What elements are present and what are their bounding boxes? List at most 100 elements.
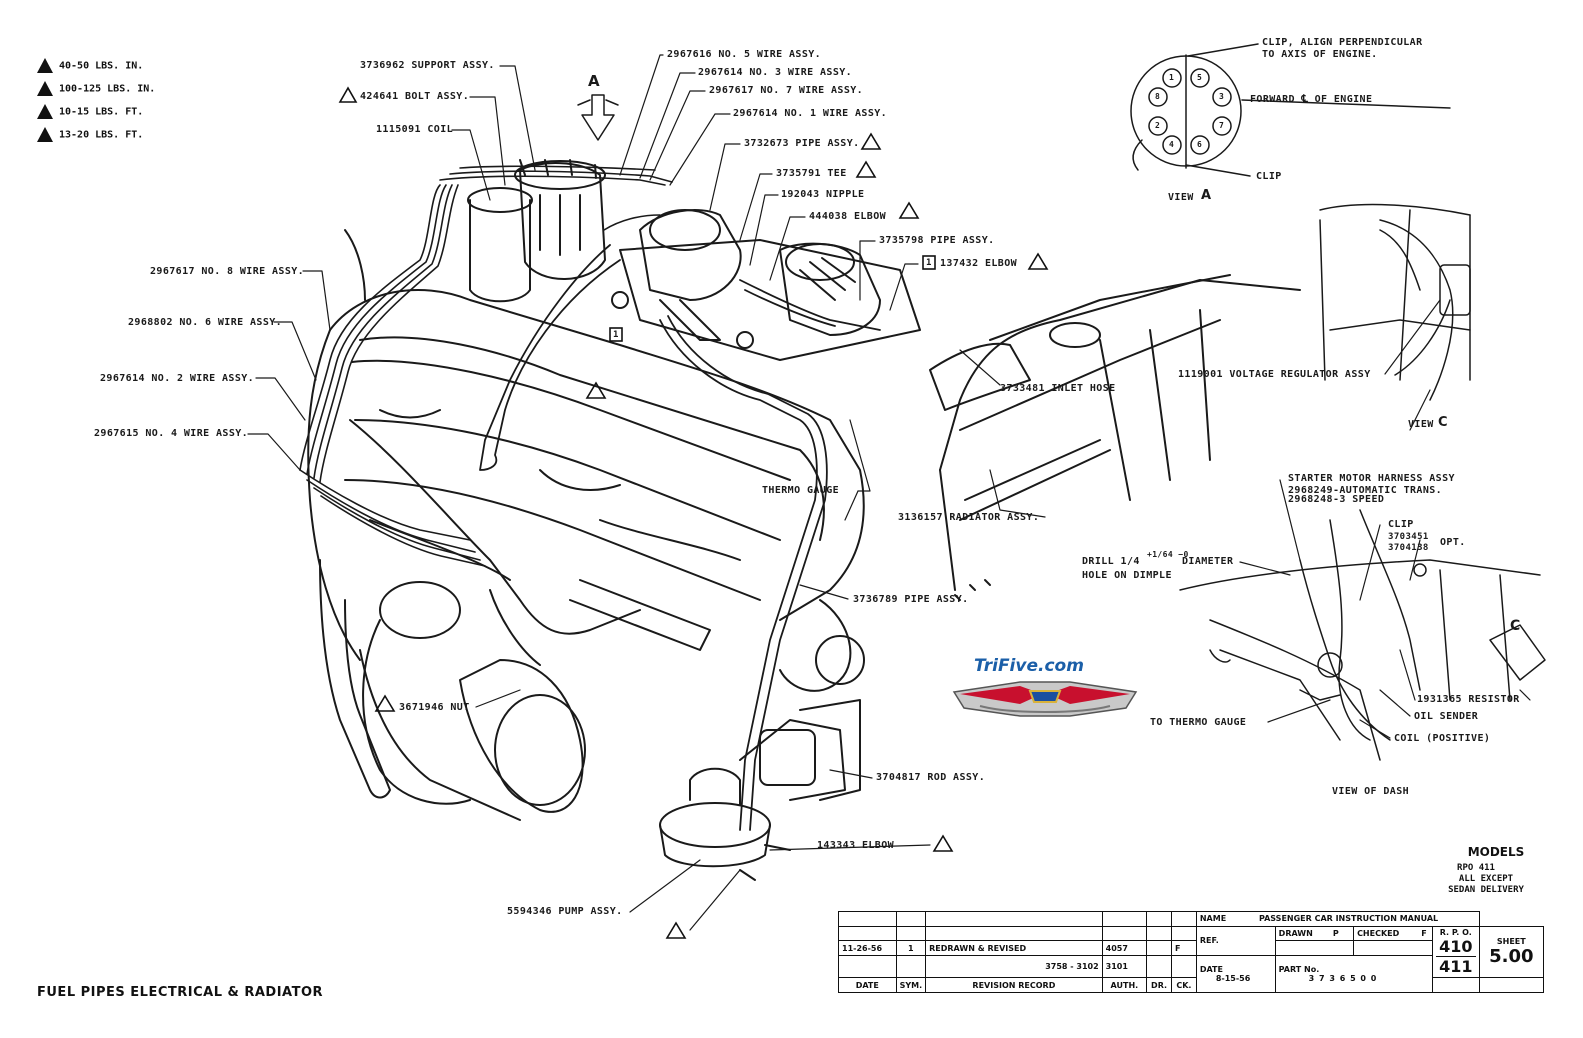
cylinder-number: 3 bbox=[1219, 92, 1225, 101]
triangle-marker bbox=[932, 834, 954, 852]
cylinder-number: 7 bbox=[1219, 121, 1225, 130]
dash-auto-trans: 2968249-AUTOMATIC TRANS. bbox=[1288, 485, 1443, 496]
drawn-value: P bbox=[1332, 929, 1339, 939]
triangle-marker bbox=[338, 86, 358, 103]
view-a-forward: FORWARD ℄ OF ENGINE bbox=[1250, 94, 1373, 105]
torque-legend-item: 40-50 LBS. IN. bbox=[37, 58, 143, 73]
radiator-drawing bbox=[929, 274, 1301, 601]
rev-auth: 4057 bbox=[1105, 943, 1128, 953]
dash-starter-harness: STARTER MOTOR HARNESS ASSY bbox=[1288, 473, 1455, 484]
checked-value: F bbox=[1421, 929, 1427, 939]
triangle-marker bbox=[1027, 252, 1049, 270]
dash-part-1: 3703451 bbox=[1388, 532, 1429, 542]
view-c-letter: C bbox=[1438, 415, 1448, 430]
rev-desc: REDRAWN & REVISED bbox=[929, 943, 1027, 953]
dash-coil-positive: COIL (POSITIVE) bbox=[1394, 733, 1491, 744]
rev-auth-2: 3101 bbox=[1105, 962, 1128, 972]
callout-support-assy: 3736962 SUPPORT ASSY. bbox=[360, 60, 495, 71]
dash-hole-on-dimple: HOLE ON DIMPLE bbox=[1082, 570, 1172, 581]
square-marker-label: 1 bbox=[613, 330, 619, 340]
torque-legend-item: 13-20 LBS. FT. bbox=[37, 127, 143, 142]
date-value: 8-15-56 bbox=[1215, 974, 1251, 984]
dash-drill-diameter: DIAMETER bbox=[1182, 556, 1234, 567]
models-line-1: RPO 411 bbox=[1457, 863, 1495, 873]
fuel-pump-drawing bbox=[659, 699, 861, 881]
callout-coil: 1115091 COIL bbox=[376, 124, 454, 135]
rpo-411: 411 bbox=[1435, 955, 1476, 976]
sheet-label: SHEET bbox=[1496, 936, 1526, 946]
col-auth: AUTH. bbox=[1110, 980, 1139, 990]
callout-elbow-2: 137432 ELBOW bbox=[940, 258, 1018, 269]
callout-wire-7: 2967617 NO. 7 WIRE ASSY. bbox=[709, 85, 864, 96]
trifive-logo: TriFive.com bbox=[950, 656, 1140, 726]
view-a-letter: A bbox=[1201, 188, 1212, 203]
triangle-marker bbox=[898, 201, 920, 219]
sheet-title: FUEL PIPES ELECTRICAL & RADIATOR bbox=[37, 985, 324, 1000]
rev-desc-2: 3758 - 3102 bbox=[1045, 962, 1099, 972]
dash-c-mark: C bbox=[1510, 618, 1521, 634]
square-marker-label: 1 bbox=[926, 258, 932, 268]
models-line-2: ALL EXCEPT bbox=[1458, 874, 1514, 884]
callout-pipe-assy-2: 3735798 PIPE ASSY. bbox=[879, 235, 995, 246]
callout-wire-5: 2967616 NO. 5 WIRE ASSY. bbox=[667, 49, 822, 60]
rev-date: 11-26-56 bbox=[842, 943, 883, 953]
cylinder-number: 4 bbox=[1169, 140, 1175, 149]
callout-pump-assy: 5594346 PUMP ASSY. bbox=[507, 906, 623, 917]
triangle-marker bbox=[855, 160, 877, 178]
triangle-icon bbox=[37, 58, 53, 73]
dash-resistor: 1931365 RESISTOR bbox=[1417, 694, 1520, 705]
callout-inlet-hose: 3733481 INLET HOSE bbox=[1000, 383, 1116, 394]
col-revision-record: REVISION RECORD bbox=[972, 980, 1056, 990]
rpo-410: 410 bbox=[1439, 936, 1473, 956]
callout-wire-1: 2967614 NO. 1 WIRE ASSY. bbox=[733, 108, 888, 119]
models-line-3: SEDAN DELIVERY bbox=[1448, 885, 1524, 895]
drawn-label: DRAWN bbox=[1278, 929, 1313, 939]
callout-nut: 3671946 NUT bbox=[399, 702, 470, 713]
ref-label: REF. bbox=[1199, 936, 1219, 946]
callout-radiator-assy: 3136157 RADIATOR ASSY. bbox=[898, 512, 1040, 523]
callout-wire-3: 2967614 NO. 3 WIRE ASSY. bbox=[698, 67, 853, 78]
name-label: NAME bbox=[1199, 914, 1227, 924]
engine-block-drawing bbox=[307, 229, 865, 821]
view-of-dash-drawing bbox=[1179, 509, 1546, 761]
torque-markers bbox=[338, 86, 1049, 939]
callout-wire-2: 2967614 NO. 2 WIRE ASSY. bbox=[100, 373, 255, 384]
view-a-title: VIEW bbox=[1168, 192, 1194, 203]
part-value: 3 7 3 6 5 0 0 bbox=[1308, 974, 1378, 984]
callout-rod-assy: 3704817 ROD ASSY. bbox=[876, 772, 986, 783]
dash-opt: OPT. bbox=[1440, 537, 1466, 548]
cylinder-number: 6 bbox=[1197, 140, 1203, 149]
rev-sym: 1 bbox=[908, 943, 914, 953]
view-a-clip-align-2: TO AXIS OF ENGINE. bbox=[1262, 49, 1378, 60]
manual-name: PASSENGER CAR INSTRUCTION MANUAL bbox=[1258, 914, 1439, 924]
col-date: DATE bbox=[855, 980, 879, 990]
callout-wire-4: 2967615 NO. 4 WIRE ASSY. bbox=[94, 428, 249, 439]
sheet-number: 5.00 bbox=[1489, 945, 1534, 967]
dash-oil-sender: OIL SENDER bbox=[1414, 711, 1479, 722]
rpo-label: R. P. O. bbox=[1439, 927, 1472, 937]
view-c-drawing bbox=[1319, 203, 1471, 401]
triangle-marker bbox=[585, 381, 607, 399]
callout-voltage-regulator: 1119001 VOLTAGE REGULATOR ASSY bbox=[1178, 369, 1371, 380]
distributor-drawing bbox=[467, 159, 606, 303]
leader-lines bbox=[247, 54, 1531, 931]
dash-to-thermo-gauge: TO THERMO GAUGE bbox=[1150, 717, 1247, 728]
triangle-icon bbox=[37, 127, 53, 142]
dash-view-title: VIEW OF DASH bbox=[1332, 786, 1410, 797]
col-dr: DR. bbox=[1151, 980, 1168, 990]
callout-pipe-assy-3: 3736789 PIPE ASSY. bbox=[853, 594, 969, 605]
checked-label: CHECKED bbox=[1357, 929, 1400, 939]
logo-text: TriFive.com bbox=[974, 656, 1084, 676]
dash-clip: CLIP bbox=[1388, 519, 1414, 530]
rev-dr: F bbox=[1175, 943, 1181, 953]
callout-wire-8: 2967617 NO. 8 WIRE ASSY. bbox=[150, 266, 305, 277]
cylinder-number: 1 bbox=[1169, 73, 1175, 82]
col-sym: SYM. bbox=[899, 980, 923, 990]
triangle-marker bbox=[665, 921, 687, 939]
col-ck: CK. bbox=[1176, 980, 1192, 990]
callout-pipe-assy-1: 3732673 PIPE ASSY. bbox=[744, 138, 860, 149]
dash-3-speed: 2968248-3 SPEED bbox=[1288, 494, 1385, 505]
callout-bolt-assy: 424641 BOLT ASSY. bbox=[360, 91, 470, 102]
view-a-drawing bbox=[1130, 43, 1451, 177]
